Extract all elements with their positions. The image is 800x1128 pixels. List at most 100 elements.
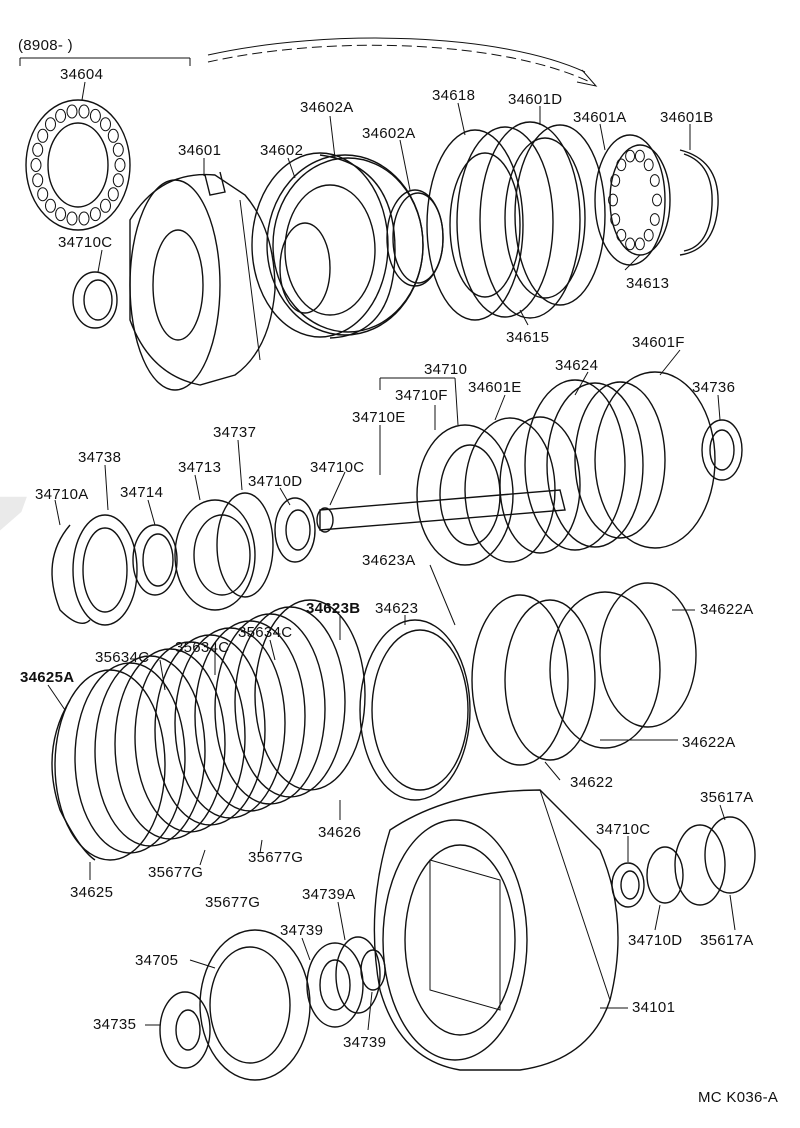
coil-spring (32, 142, 44, 157)
part-label-34625: 34625 (70, 884, 114, 901)
drawing-code-label: MC K036-A (698, 1089, 779, 1106)
coil-spring (37, 187, 49, 202)
part-label-34710D-mid: 34710D (248, 473, 303, 490)
part-label-34710: 34710 (424, 361, 468, 378)
part-label-34602: 34602 (260, 142, 304, 159)
clutch-disc (214, 613, 326, 805)
coil-spring (100, 198, 111, 213)
left-gear-cluster (51, 492, 316, 626)
part-label-34705: 34705 (135, 952, 179, 969)
part-label-34601D: 34601D (508, 91, 563, 108)
part-label-34735: 34735 (93, 1016, 137, 1033)
part-label-34737: 34737 (213, 424, 257, 441)
clutch-disc-stack (54, 599, 366, 861)
snap-ring-34601B (679, 149, 719, 256)
coil-spring (652, 193, 662, 207)
coil-spring (30, 158, 42, 172)
coil-spring (625, 237, 636, 251)
part-label-34713: 34713 (178, 459, 222, 476)
coil-spring (643, 158, 654, 172)
date-range-label: (8908- ) (18, 37, 73, 54)
part-label-34101: 34101 (632, 999, 676, 1016)
transmission-case-34101 (373, 789, 619, 1071)
coil-spring (45, 117, 56, 132)
snap-ring-34601F (594, 371, 716, 549)
part-label-34710C-mid: 34710C (310, 459, 365, 476)
coil-spring (616, 158, 627, 172)
coil-spring (608, 193, 618, 207)
washer-34736 (701, 419, 743, 481)
coil-spring (112, 142, 124, 157)
coil-spring (634, 149, 645, 163)
coil-spring (66, 104, 78, 119)
coil-spring (616, 228, 627, 242)
coil-spring (610, 213, 621, 226)
coil-spring (55, 207, 67, 222)
part-label-35677G-bottom: 35677G (205, 894, 261, 911)
part-label-34613: 34613 (626, 275, 670, 292)
date-bracket (19, 57, 191, 66)
spring-retainer-34601A (594, 134, 671, 266)
coil-spring (634, 237, 645, 251)
part-label-34738: 34738 (78, 449, 122, 466)
part-label-34739-lower: 34739 (343, 1034, 387, 1051)
coil-spring (625, 149, 636, 163)
leader-lines (47, 81, 736, 1031)
part-label-34710F: 34710F (395, 387, 448, 404)
part-label-34623A: 34623A (362, 552, 416, 569)
part-label-34623B: 34623B (306, 600, 361, 617)
coil-spring (37, 128, 49, 143)
coil-spring (649, 174, 660, 187)
clutch-plates-34618 (426, 121, 606, 321)
part-label-34615: 34615 (506, 329, 550, 346)
coil-spring (649, 213, 660, 226)
coil-spring (45, 198, 56, 213)
snap-ring-34625 (51, 699, 96, 861)
part-label-34622: 34622 (570, 774, 614, 791)
coil-spring (89, 207, 101, 222)
coil-spring (78, 104, 90, 119)
part-label-35677G-right: 35677G (248, 849, 304, 866)
coil-spring (107, 187, 119, 202)
part-label-34710A: 34710A (35, 486, 89, 503)
part-label-34626: 34626 (318, 824, 362, 841)
part-label-35617A-top: 35617A (700, 789, 754, 806)
part-label-34710E: 34710E (352, 409, 406, 426)
part-label-34714: 34714 (120, 484, 164, 501)
part-label-35677G-left: 35677G (148, 864, 204, 881)
oring-34602A-small (386, 189, 444, 287)
coil-spring (112, 173, 124, 188)
coil-spring (610, 174, 621, 187)
part-label-34710C-top: 34710C (58, 234, 113, 251)
part-label-35617A-bottom: 35617A (700, 932, 754, 949)
clutch-disc (254, 599, 366, 791)
part-label-34710C-bottom: 34710C (596, 821, 651, 838)
part-label-34739A: 34739A (302, 886, 356, 903)
part-label-34602A-upper: 34602A (300, 99, 354, 116)
piston-34602 (251, 152, 396, 339)
part-label-34601A: 34601A (573, 109, 627, 126)
clutch-drum-34622 (359, 582, 697, 801)
coil-spring (643, 228, 654, 242)
planetary-gear-34601E (416, 416, 581, 566)
part-label-34601F: 34601F (632, 334, 685, 351)
part-label-34624: 34624 (555, 357, 599, 374)
part-label-35634C-right: 35634C (238, 624, 293, 641)
coil-spring (100, 117, 111, 132)
coil-spring (78, 211, 90, 226)
part-label-34604: 34604 (60, 66, 104, 83)
part-label-34710D-bottom: 34710D (628, 932, 683, 949)
part-label-34601B: 34601B (660, 109, 714, 126)
part-label-34736: 34736 (692, 379, 736, 396)
coil-spring (89, 108, 101, 123)
coil-spring (32, 173, 44, 188)
part-label-34625A: 34625A (20, 669, 75, 686)
part-label-35634C-middle: 35634C (175, 639, 230, 656)
coil-spring (107, 128, 119, 143)
right-lower-rings (611, 816, 756, 908)
part-label-34601E: 34601E (468, 379, 522, 396)
shaft-assembly (316, 489, 566, 533)
part-label-34618: 34618 (432, 87, 476, 104)
